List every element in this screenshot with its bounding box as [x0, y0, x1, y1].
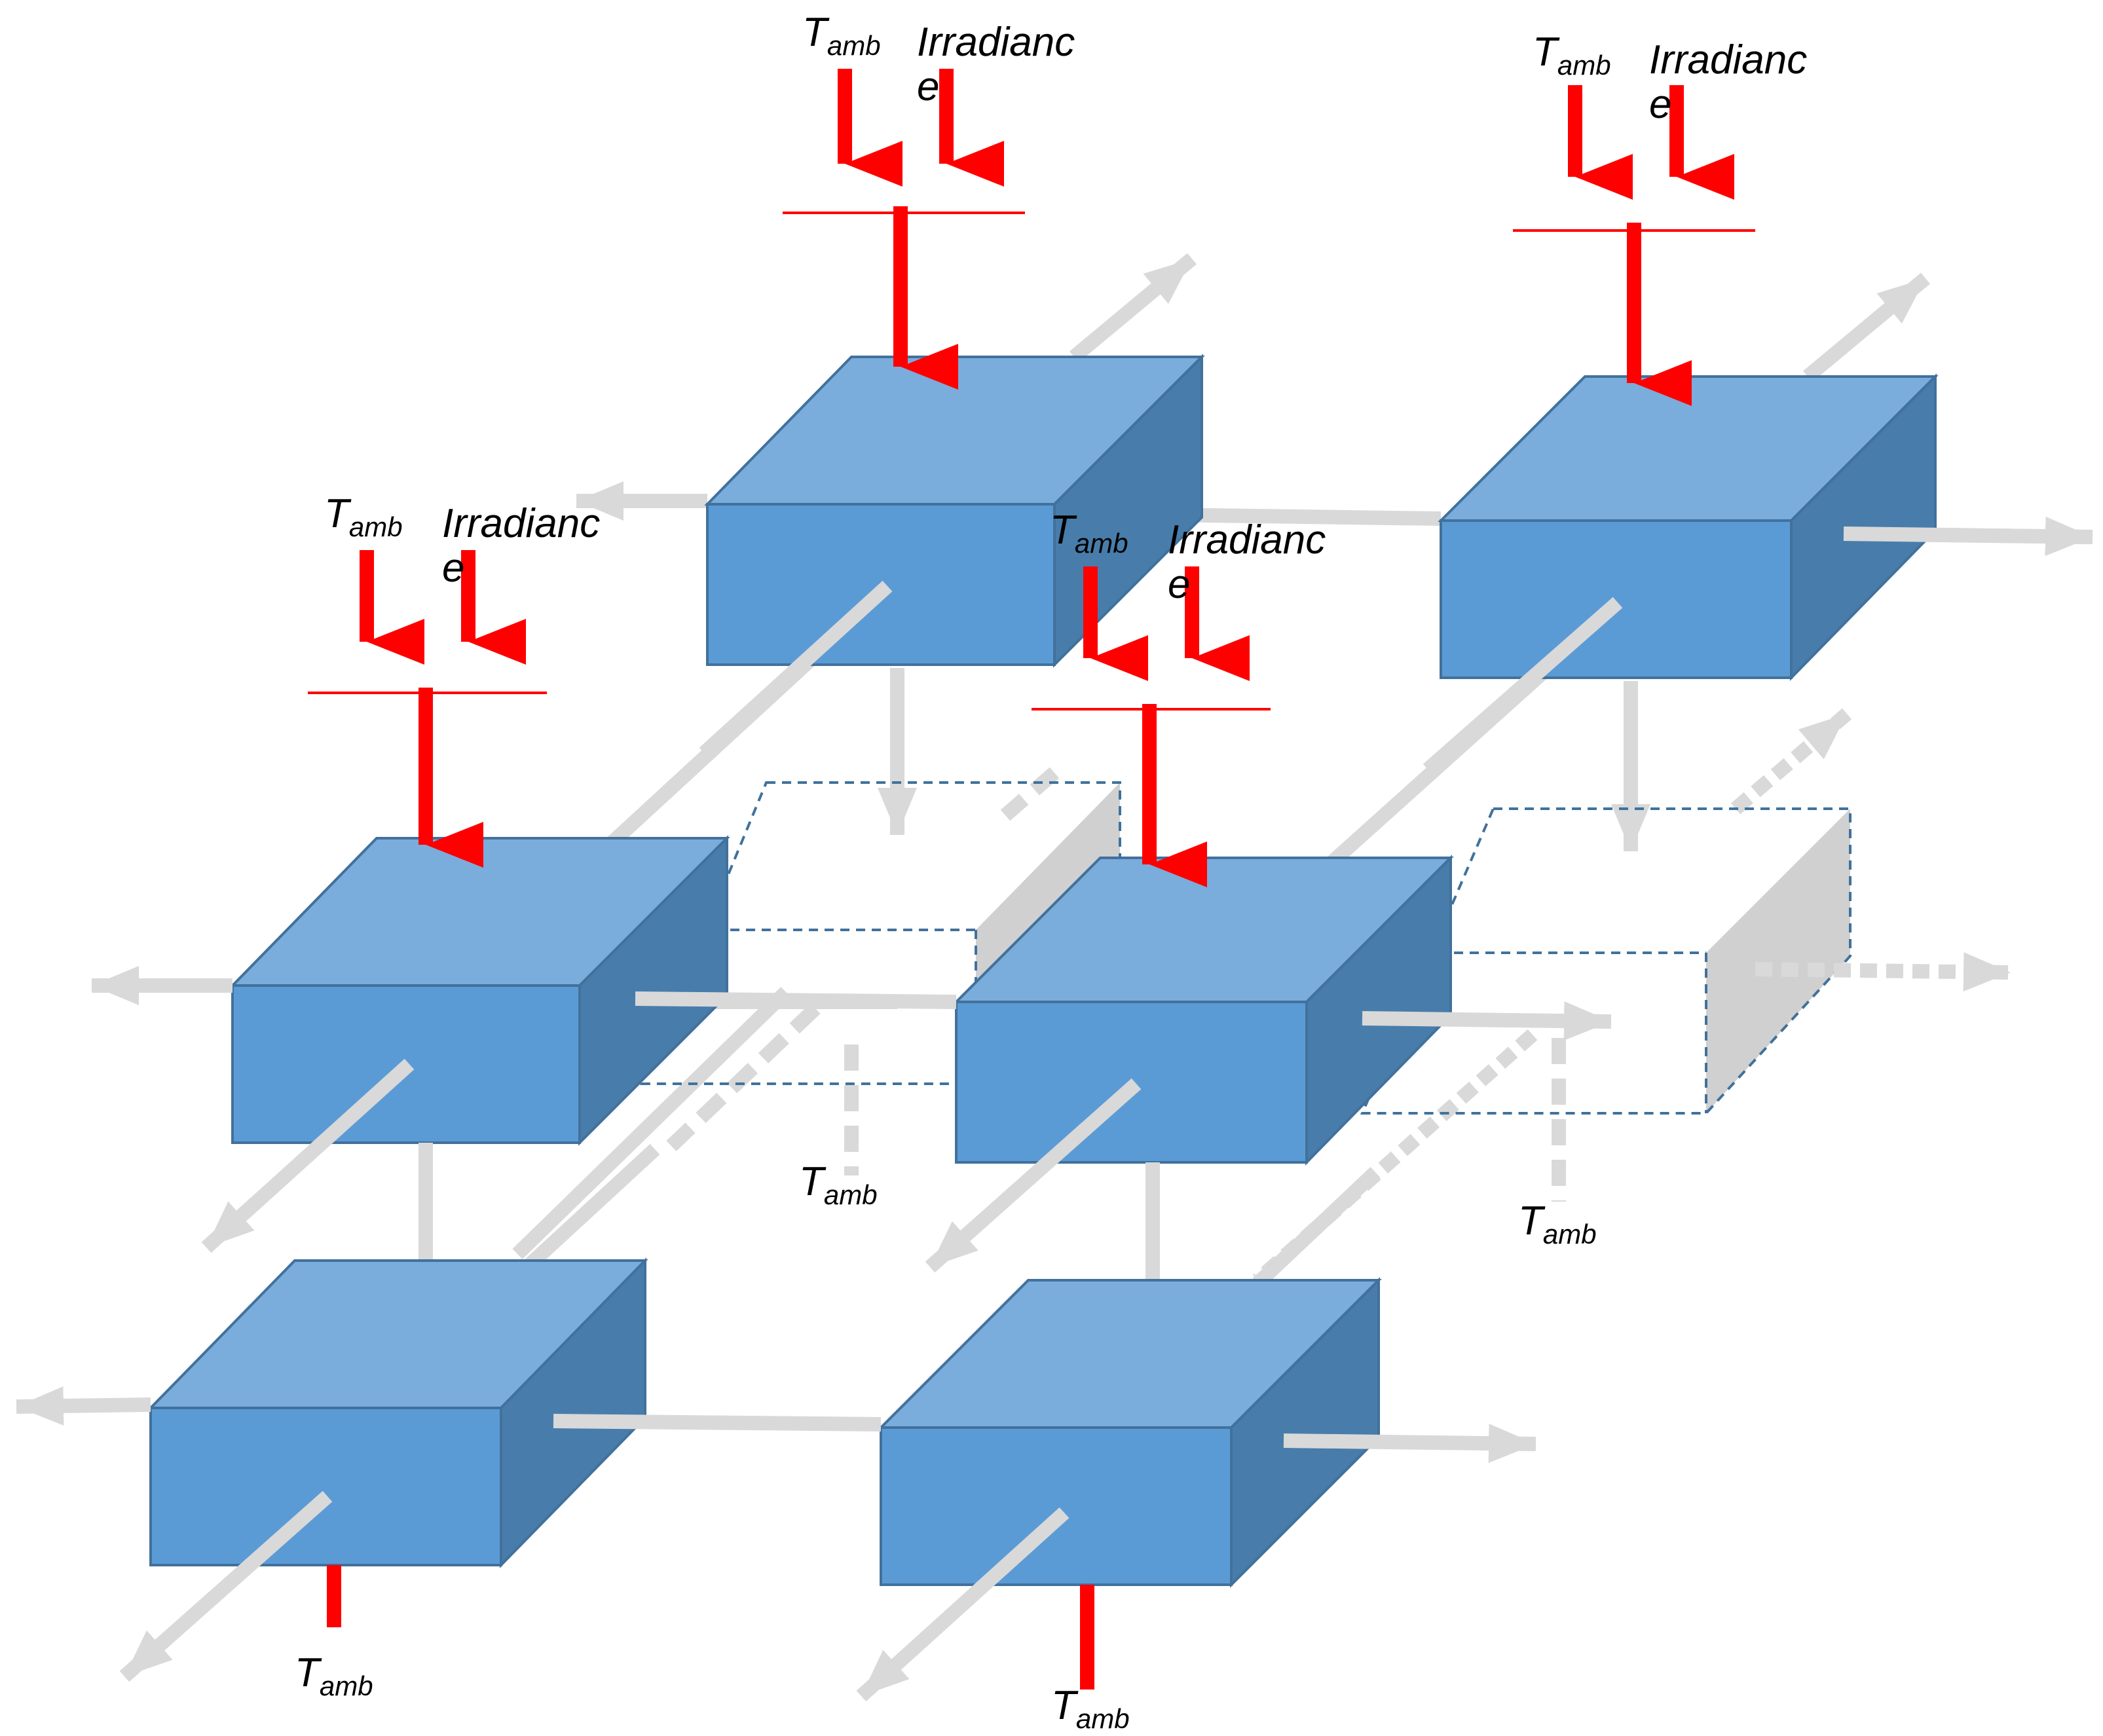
boundary-inputs-mid-left: [308, 550, 547, 868]
heat-flow-arrow: [1755, 952, 2011, 992]
tamb-label: Tamb: [1050, 508, 1128, 559]
heat-flow-arrow: [635, 991, 957, 1009]
node-front-face: [149, 1407, 502, 1566]
heat-flow-arrow: [512, 987, 791, 1259]
tamb-label: Tamb: [1533, 29, 1611, 81]
heat-flow-arrow: [1362, 1001, 1612, 1041]
tamb-label: Tamb: [1518, 1198, 1597, 1249]
heat-flow-arrow: [1843, 517, 2093, 557]
tamb-label: Tamb: [324, 491, 403, 542]
boundary-inputs-top-center: [783, 69, 1025, 390]
thermal-node-mid-left: [229, 835, 730, 1146]
thermal-node-top-center: [704, 354, 1205, 668]
tamb-label: Tamb: [799, 1159, 878, 1210]
heat-flow-arrow: [1252, 1167, 1381, 1289]
heat-flow-arrow: [553, 1414, 882, 1431]
tamb-label: Tamb: [295, 1650, 373, 1701]
node-front-face: [1440, 519, 1793, 679]
heat-flow-arrow: [1283, 1424, 1536, 1464]
heat-flow-arrow: [925, 1078, 1142, 1273]
thermal-node-bottom-left: [147, 1257, 648, 1568]
heat-flow-arrow: [1802, 272, 1931, 382]
thermal-node-bottom-right: [878, 1277, 1382, 1588]
heat-flow-arrow: [856, 1507, 1070, 1702]
heat-flow-arrow: [1423, 597, 1623, 775]
ghost-node-side-face: [1706, 809, 1850, 1113]
heat-flow-arrow: [1252, 1029, 1538, 1286]
boundary-inputs-mid-right: [1032, 566, 1271, 887]
heat-flow-arrow: [201, 1058, 415, 1253]
heat-flow-arrow: [119, 1490, 333, 1682]
heat-flow-arrow: [666, 1003, 821, 1151]
heat-flow-arrow: [16, 1386, 151, 1426]
heat-flow-arrow: [1000, 767, 1060, 821]
boundary-inputs-top-right: [1513, 85, 1755, 406]
heat-flow-arrow: [699, 580, 893, 759]
heat-flow-arrows-front: [16, 517, 2093, 1702]
boundary-inputs-bottom: [327, 1565, 1094, 1690]
tamb-label: Tamb: [1051, 1683, 1130, 1734]
heat-flow-arrow: [1069, 253, 1197, 363]
thermal-node-mid-right: [953, 855, 1454, 1166]
thermal-node-top-right: [1438, 373, 1939, 681]
tamb-label: Tamb: [802, 10, 881, 61]
node-front-face: [880, 1426, 1233, 1586]
heat-flow-arrow: [525, 1143, 660, 1270]
heat-flow-arrow: [1730, 708, 1852, 815]
